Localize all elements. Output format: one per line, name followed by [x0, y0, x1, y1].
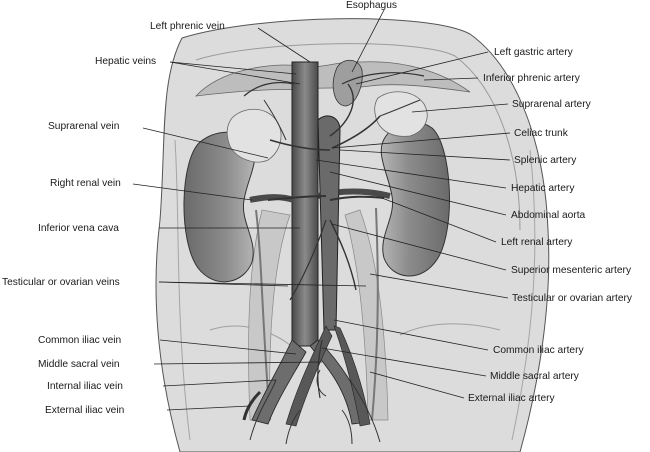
- labels-left: Left phrenic vein Hepatic veins Supraren…: [2, 21, 225, 416]
- label-inferior-phrenic-artery: Inferior phrenic artery: [483, 73, 581, 84]
- label-hepatic-veins: Hepatic veins: [95, 56, 156, 67]
- label-inferior-vena-cava: Inferior vena cava: [38, 223, 119, 234]
- vena-cava: [242, 61, 369, 425]
- label-superior-mesenteric-artery: Superior mesenteric artery: [511, 265, 632, 276]
- label-testicular-arteries: Testicular or ovarian artery: [512, 293, 633, 304]
- label-esophagus: Esophagus: [346, 0, 397, 11]
- esophagus: [332, 59, 363, 107]
- label-hepatic-artery: Hepatic artery: [511, 183, 575, 194]
- label-internal-iliac-vein: Internal iliac vein: [47, 381, 123, 392]
- labels-right: Esophagus Left gastric artery Inferior p…: [346, 0, 633, 404]
- label-abdominal-aorta: Abdominal aorta: [511, 210, 586, 221]
- label-left-gastric-artery: Left gastric artery: [494, 47, 574, 58]
- label-suprarenal-vein: Suprarenal vein: [48, 121, 119, 132]
- label-left-renal-artery: Left renal artery: [501, 237, 573, 248]
- label-common-iliac-vein: Common iliac vein: [38, 335, 121, 346]
- label-middle-sacral-artery: Middle sacral artery: [490, 371, 580, 382]
- leader-lines-right: [315, 9, 511, 399]
- label-suprarenal-artery: Suprarenal artery: [512, 99, 592, 110]
- label-common-iliac-artery: Common iliac artery: [493, 345, 584, 356]
- label-middle-sacral-vein: Middle sacral vein: [38, 359, 120, 370]
- ureters: [255, 207, 379, 421]
- arterial-branches: [243, 72, 425, 445]
- label-left-phrenic-vein: Left phrenic vein: [150, 21, 225, 32]
- label-external-iliac-vein: External iliac vein: [45, 405, 124, 416]
- label-celiac-trunk: Celiac trunk: [514, 128, 569, 139]
- label-splenic-artery: Splenic artery: [514, 155, 577, 166]
- leader-lines-left: [132, 27, 367, 411]
- label-external-iliac-artery: External iliac artery: [468, 393, 556, 404]
- label-right-renal-vein: Right renal vein: [50, 178, 121, 189]
- label-testicular-veins: Testicular or ovarian veins: [2, 277, 120, 288]
